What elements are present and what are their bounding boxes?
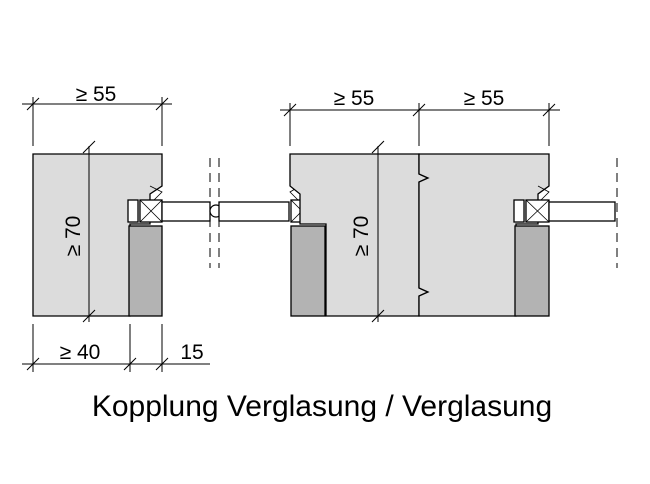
dim-label-right-width: ≥ 55 [464,87,505,110]
dim-label-left-width: ≥ 55 [76,83,117,106]
dim-label-mid-height: ≥ 70 [350,216,373,257]
dim-label-left-height: ≥ 70 [62,216,85,257]
dimension-top-left: ≥ 55 [22,83,172,146]
middle-glass-pane [218,201,290,222]
left-gasket-cross [139,199,163,223]
left-glazing-bead [128,225,163,317]
left-gasket-inner [127,199,139,223]
right-glazing-bead [514,225,550,317]
left-glass-pane [161,158,223,268]
middle-coupling-frame: ≥ 70 [289,140,550,323]
middle-glazing-bead [290,225,326,317]
dim-label-mid-width: ≥ 55 [334,87,375,110]
right-gasket-inner [513,199,525,223]
dim-label-bottom-gap: 15 [180,341,203,364]
dim-label-bottom-profile: ≥ 40 [60,341,101,364]
left-frame: ≥ 70 [32,140,163,323]
right-glass-pane [548,158,618,268]
left-gasket-tip [149,185,163,201]
dimension-bottom: ≥ 40 15 [22,324,210,372]
dimension-top-right: ≥ 55 ≥ 55 [280,87,560,146]
middle-right-profile [418,153,550,317]
drawing-caption: Kopplung Verglasung / Verglasung [92,390,552,423]
